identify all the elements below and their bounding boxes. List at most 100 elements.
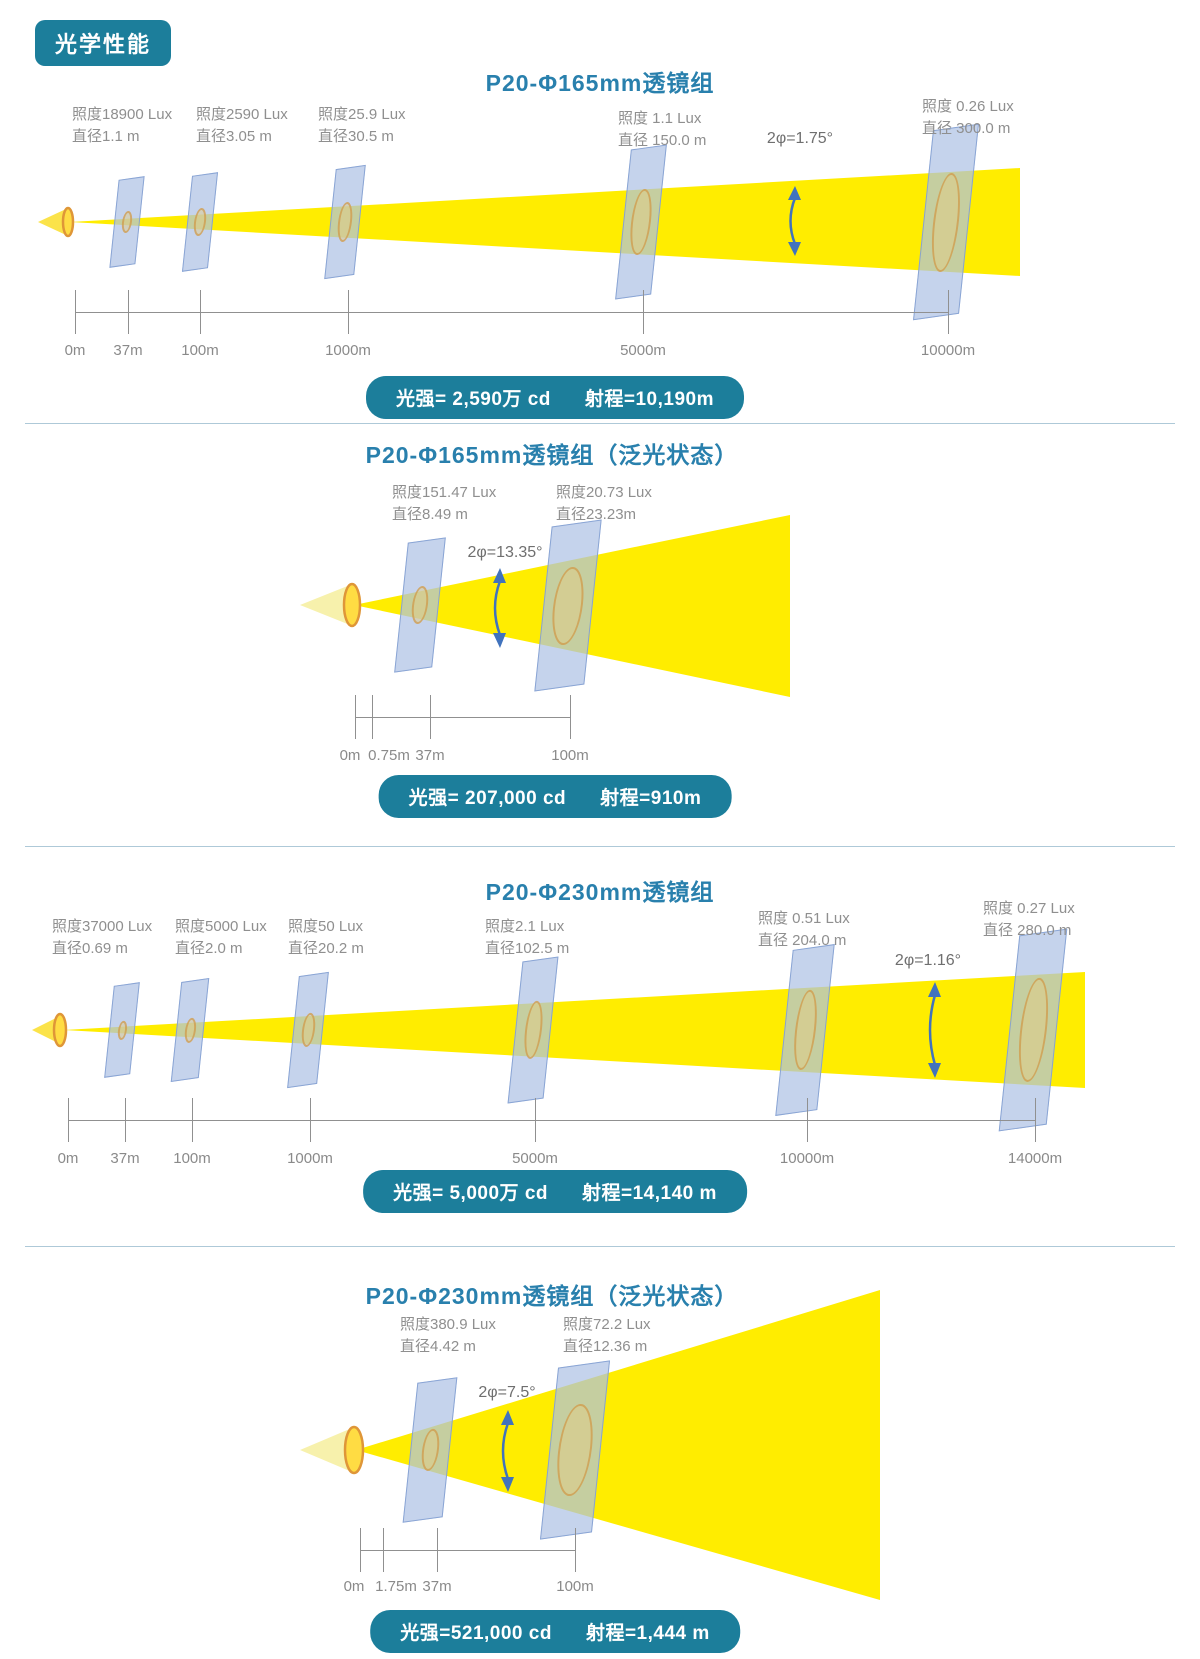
axis-tick — [128, 290, 129, 334]
tick-label: 0m — [57, 1150, 79, 1167]
axis-tick — [383, 1528, 384, 1572]
axis-tick — [360, 1528, 361, 1572]
illuminance-value: 照度37000 Lux — [52, 918, 153, 935]
measurement-screen — [324, 164, 366, 280]
screen-label: 照度50 Lux 直径20.2 m — [288, 916, 364, 960]
distance-axis — [75, 312, 948, 313]
section-divider — [25, 423, 1175, 424]
intensity-value: 光强= 207,000 cd — [408, 788, 567, 809]
tick-label: 37m — [415, 747, 445, 764]
axis-tick — [535, 1098, 536, 1142]
beam-spot — [521, 999, 545, 1061]
illuminance-value: 照度18900 Lux — [72, 106, 173, 123]
beam-spot — [299, 1012, 317, 1048]
illuminance-value: 照度 0.27 Lux — [983, 900, 1075, 917]
tick-label: 0m — [343, 1578, 365, 1595]
distance-axis — [355, 717, 570, 718]
angle-arrow-icon — [501, 1410, 514, 1492]
illuminance-value: 照度5000 Lux — [175, 918, 267, 935]
axis-tick — [200, 290, 201, 334]
axis-tick — [437, 1528, 438, 1572]
section-divider — [25, 1246, 1175, 1247]
axis-tick — [348, 290, 349, 334]
tick-label: 37m — [422, 1578, 452, 1595]
diameter-value: 直径 280.0 m — [983, 922, 1072, 939]
diameter-value: 直径 150.0 m — [618, 132, 707, 149]
back-glow — [32, 1016, 60, 1044]
beam-spot — [548, 564, 588, 647]
diameter-value: 直径 300.0 m — [922, 120, 1011, 137]
screen-label: 照度 0.26 Lux 直径 300.0 m — [922, 96, 1014, 140]
tick-label: 100m — [173, 1150, 211, 1167]
diameter-value: 直径20.2 m — [288, 940, 364, 957]
tick-label: 10000m — [920, 342, 976, 359]
beam-spot — [419, 1427, 441, 1473]
distance-axis — [68, 1120, 1035, 1121]
range-value: 射程=910m — [600, 788, 702, 809]
tick-label: 100m — [181, 342, 219, 359]
tick-label: 100m — [556, 1578, 594, 1595]
beam-spot — [410, 584, 430, 626]
angle-arrow-icon — [493, 568, 506, 648]
tick-label: 5000m — [512, 1150, 558, 1167]
angle-arrow-icon — [928, 982, 941, 1078]
beam-spot — [116, 1019, 128, 1041]
screen-label: 照度 0.51 Lux 直径 204.0 m — [758, 908, 850, 952]
screen-label: 照度380.9 Lux 直径4.42 m — [400, 1314, 496, 1358]
screen-label: 照度72.2 Lux 直径12.36 m — [563, 1314, 651, 1358]
tick-label: 0m — [64, 342, 86, 359]
axis-tick — [430, 695, 431, 739]
optical-performance-badge: 光学性能 — [35, 20, 172, 66]
intensity-value: 光强=521,000 cd — [400, 1623, 552, 1644]
intensity-range-badge: 光强= 207,000 cd 射程=910m — [378, 775, 732, 818]
range-value: 射程=10,190m — [584, 389, 714, 410]
tick-label: 14000m — [1007, 1150, 1063, 1167]
diameter-value: 直径12.36 m — [563, 1338, 648, 1355]
beam-spot — [553, 1401, 597, 1499]
diameter-value: 直径30.5 m — [318, 128, 394, 145]
section-divider — [25, 846, 1175, 847]
light-source-icon — [61, 206, 75, 238]
screen-label: 照度2.1 Lux 直径102.5 m — [485, 916, 569, 960]
tick-label: 37m — [110, 1150, 140, 1167]
axis-tick — [192, 1098, 193, 1142]
beam-spot — [183, 1016, 197, 1044]
beam-angle-label: 2φ=1.16° — [894, 952, 962, 969]
beam-spot — [1014, 976, 1052, 1084]
axis-tick — [643, 290, 644, 334]
screen-label: 照度25.9 Lux 直径30.5 m — [318, 104, 406, 148]
axis-tick — [310, 1098, 311, 1142]
diameter-value: 直径23.23m — [556, 506, 637, 523]
distance-axis — [360, 1550, 575, 1551]
beam-spot — [335, 201, 355, 243]
diagram-3-title: P20-Φ230mm透镜组 — [485, 879, 715, 905]
light-source-icon — [342, 582, 362, 628]
measurement-screen — [170, 978, 210, 1082]
back-glow — [300, 585, 350, 625]
measurement-screen — [181, 172, 219, 272]
intensity-value: 光强= 5,000万 cd — [393, 1183, 548, 1204]
diameter-value: 直径2.0 m — [175, 940, 243, 957]
illuminance-value: 照度20.73 Lux — [556, 484, 652, 501]
axis-tick — [355, 695, 356, 739]
measurement-screen — [507, 956, 559, 1104]
axis-tick — [68, 1098, 69, 1142]
screen-label: 照度37000 Lux 直径0.69 m — [52, 916, 152, 960]
illuminance-value: 照度 1.1 Lux — [618, 110, 702, 127]
diagram-2-title: P20-Φ165mm透镜组（泛光状态） — [365, 442, 739, 468]
illuminance-value: 照度25.9 Lux — [318, 106, 406, 123]
screen-label: 照度151.47 Lux 直径8.49 m — [392, 482, 496, 526]
axis-tick — [807, 1098, 808, 1142]
illuminance-value: 照度 0.51 Lux — [758, 910, 850, 927]
measurement-screen — [287, 971, 329, 1089]
illuminance-value: 照度2590 Lux — [196, 106, 288, 123]
illuminance-value: 照度72.2 Lux — [563, 1316, 651, 1333]
beam-spot — [627, 187, 655, 257]
measurement-screen — [913, 123, 979, 321]
measurement-screen — [104, 982, 140, 1078]
diameter-value: 直径 204.0 m — [758, 932, 847, 949]
tick-label: 100m — [551, 747, 589, 764]
